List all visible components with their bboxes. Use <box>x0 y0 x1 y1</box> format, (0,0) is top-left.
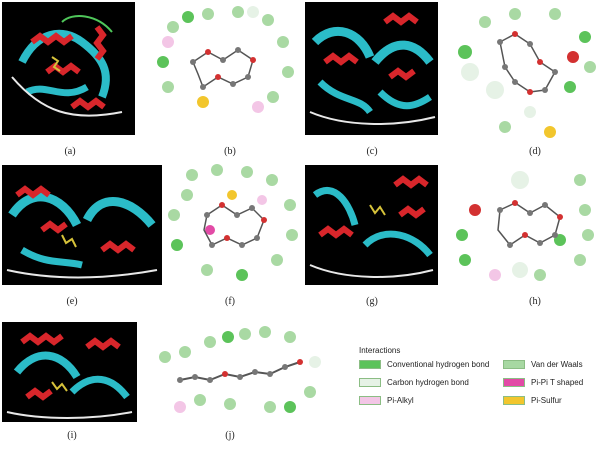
protein-g-graphic <box>309 175 434 278</box>
panel-caption-h: (h) <box>529 296 541 307</box>
legend-item-carbon-hydrogen-bond: Carbon hydrogen bond <box>359 378 469 388</box>
legend-swatch <box>503 360 525 370</box>
diagram-b-ligand <box>192 49 254 89</box>
interactions-legend: Interactions Conventional hydrogen bond … <box>355 340 595 440</box>
diagram-d-residues <box>458 8 596 138</box>
diagram-j-graphic <box>159 326 321 413</box>
interaction-diagram-d <box>445 2 598 152</box>
diagram-j-atoms <box>177 359 303 383</box>
diagram-f-atoms <box>204 202 267 248</box>
protein-structure-image-i <box>2 322 137 422</box>
legend-item-van-der-waals: Van der Waals <box>503 360 583 370</box>
panel-caption-c: (c) <box>366 146 378 157</box>
interaction-diagram-j <box>150 322 330 422</box>
diagram-d-graphic <box>458 8 596 138</box>
protein-c-graphic <box>309 12 436 125</box>
diagram-b-residues <box>157 6 294 113</box>
diagram-d-ligand <box>499 33 556 93</box>
legend-label: Pi-Sulfur <box>531 396 562 405</box>
protein-g-ribbons <box>309 175 434 278</box>
panel-caption-b: (b) <box>224 146 236 157</box>
legend-item-pi-alkyl: Pi-Alkyl <box>359 396 414 406</box>
panel-caption-j: (j) <box>225 430 235 441</box>
protein-c-ribbons <box>309 12 436 125</box>
protein-i-ribbons <box>6 332 133 419</box>
interaction-diagram-b <box>143 2 301 135</box>
interaction-diagram-f <box>162 160 302 285</box>
legend-label: Pi-Alkyl <box>387 396 414 405</box>
legend-swatch <box>359 360 381 370</box>
protein-a-ribbons <box>11 15 123 117</box>
diagram-b-atoms <box>190 47 256 90</box>
diagram-h-atoms <box>497 200 563 248</box>
panel-caption-d: (d) <box>529 146 541 157</box>
legend-swatch <box>503 396 525 406</box>
diagram-h-ligand <box>497 202 561 247</box>
protein-structure-image-g <box>305 165 438 285</box>
legend-title: Interactions <box>359 346 401 355</box>
protein-structure-image-a <box>2 2 135 135</box>
protein-structure-image-c <box>305 2 438 135</box>
legend-item-pi-pi-t-shaped: Pi-Pi T shaped <box>503 378 583 388</box>
diagram-j-residues <box>159 326 321 413</box>
protein-structure-image-e <box>2 165 162 285</box>
protein-e-graphic <box>6 185 158 279</box>
legend-item-conventional-hydrogen-bond: Conventional hydrogen bond <box>359 360 489 370</box>
legend-label: Pi-Pi T shaped <box>531 378 584 387</box>
panel-caption-a: (a) <box>64 146 76 157</box>
diagram-f-graphic <box>168 164 298 281</box>
legend-label: Carbon hydrogen bond <box>387 378 469 387</box>
diagram-b-graphic <box>157 6 294 113</box>
protein-i-graphic <box>6 332 133 419</box>
diagram-f-residues <box>168 164 298 281</box>
protein-e-ribbons <box>6 185 158 279</box>
interaction-diagram-h <box>450 165 598 290</box>
panel-caption-i: (i) <box>67 430 77 441</box>
panel-caption-e: (e) <box>66 296 78 307</box>
legend-swatch <box>359 396 381 406</box>
legend-item-pi-sulfur: Pi-Sulfur <box>503 396 562 406</box>
diagram-d-atoms <box>497 31 558 95</box>
diagram-h-residues <box>456 171 594 281</box>
protein-a-graphic <box>11 15 123 117</box>
panel-caption-f: (f) <box>225 296 235 307</box>
diagram-h-graphic <box>456 171 594 281</box>
legend-label: Van der Waals <box>531 360 583 369</box>
legend-label: Conventional hydrogen bond <box>387 360 490 369</box>
legend-swatch <box>503 378 525 388</box>
legend-swatch <box>359 378 381 388</box>
panel-caption-g: (g) <box>366 296 378 307</box>
